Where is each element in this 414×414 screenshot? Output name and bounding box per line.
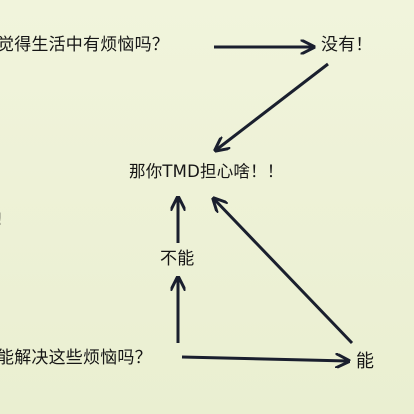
left-edge-mark: ! [0, 212, 3, 229]
arrow-no-to-center [216, 62, 329, 150]
center-conclusion: 那你TMD担心啥！！ [129, 162, 284, 181]
answer-cannot: 不能 [160, 249, 195, 269]
arrow-can-to-center [214, 199, 354, 345]
question-top: 觉得生活中有烦恼吗？ [0, 35, 169, 55]
answer-can: 能 [356, 351, 375, 372]
question-bottom: 能解决这些烦恼吗？ [0, 348, 152, 368]
answer-no: 没有！ [321, 35, 373, 55]
arrow-question-to-can [181, 357, 348, 361]
